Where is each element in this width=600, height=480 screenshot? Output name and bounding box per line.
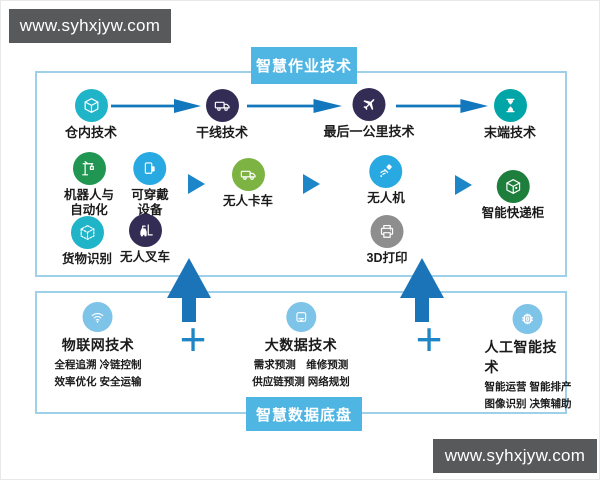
- node-terminal-tech: 末端技术: [484, 89, 536, 141]
- truck-icon: [231, 158, 265, 191]
- printer-icon: [370, 215, 404, 248]
- plus-icon: +: [179, 313, 207, 365]
- node-wearable-device: 可穿戴 设备: [131, 152, 169, 218]
- node-label: 机器人与 自动化: [63, 188, 115, 217]
- group-title: 大数据技术: [264, 337, 338, 353]
- arrow-up-icon: [167, 258, 211, 298]
- hourglass-icon: [493, 89, 527, 122]
- group-title: 人工智能技术: [484, 339, 558, 375]
- node-label: 仓内技术: [64, 125, 118, 140]
- box3d-dashed-icon: [70, 216, 104, 249]
- bottom-panel-title-badge: 智慧数据底盘: [246, 397, 362, 431]
- watermark-top-left: www.syhxjyw.com: [9, 9, 171, 43]
- flow-arrow-icon: [247, 99, 342, 113]
- node-robotics-automation: 机器人与 自动化: [64, 152, 114, 218]
- arrow-right-icon: [455, 175, 472, 195]
- group-big-data-tech: 大数据技术 需求预测 维修预测 供应链预测 网络规划: [252, 302, 350, 389]
- plane-icon: [352, 88, 386, 121]
- arrow-right-icon: [188, 174, 205, 194]
- node-drone: 无人机: [367, 155, 405, 206]
- node-label: 最后一公里技术: [323, 124, 415, 139]
- node-label: 货物识别: [61, 252, 113, 266]
- group-line: 需求预测 维修预测: [253, 359, 349, 371]
- server-icon: [285, 302, 316, 332]
- plus-icon: +: [415, 313, 443, 365]
- node-warehouse-tech: 仓内技术: [65, 89, 117, 141]
- node-3d-printing: 3D打印: [366, 215, 408, 266]
- top-panel-title-badge: 智慧作业技术: [251, 47, 357, 84]
- group-title: 物联网技术: [61, 337, 135, 353]
- box3d-icon: [74, 89, 108, 122]
- node-label: 3D打印: [366, 251, 408, 265]
- drone-icon: [369, 155, 403, 188]
- arrow-up-icon: [400, 258, 444, 298]
- group-line: 效率优化 安全运输: [54, 376, 142, 388]
- arrow-right-icon: [303, 174, 320, 194]
- node-last-mile-tech: 最后一公里技术: [323, 88, 415, 140]
- watermark-text: www.syhxjyw.com: [19, 16, 161, 35]
- top-panel-title: 智慧作业技术: [255, 58, 352, 75]
- wifi-icon: [82, 302, 113, 332]
- group-line: 图像识别 决策辅助: [484, 398, 572, 410]
- node-label: 可穿戴 设备: [131, 188, 169, 217]
- group-line: 全程追溯 冷链控制: [54, 359, 142, 371]
- watermark-bottom-right: www.syhxjyw.com: [433, 439, 597, 473]
- arrow-up-stem: [182, 296, 196, 322]
- chip-icon: [512, 304, 543, 334]
- group-line: 供应链预测 网络规划: [252, 376, 350, 388]
- forklift-icon: [128, 214, 162, 247]
- node-trunk-line-tech: 干线技术: [196, 89, 248, 141]
- flow-arrow-icon: [111, 99, 201, 113]
- node-cargo-recognition: 货物识别: [62, 216, 112, 267]
- node-label: 干线技术: [195, 125, 249, 140]
- bottom-panel-title: 智慧数据底盘: [255, 406, 352, 424]
- watermark-text: www.syhxjyw.com: [444, 446, 586, 465]
- group-line: 智能运营 智能排产: [484, 381, 572, 393]
- node-driverless-truck: 无人卡车: [223, 158, 273, 209]
- node-label: 无人卡车: [222, 194, 274, 208]
- node-label: 无人机: [367, 191, 405, 205]
- crane-icon: [72, 152, 106, 185]
- arrow-up-stem: [415, 296, 429, 322]
- parcel-icon: [496, 170, 530, 203]
- group-ai-tech: 人工智能技术 智能运营 智能排产 图像识别 决策辅助: [484, 304, 572, 411]
- group-iot-tech: 物联网技术 全程追溯 冷链控制 效率优化 安全运输: [54, 302, 142, 389]
- node-driverless-forklift: 无人叉车: [120, 214, 170, 265]
- node-label: 末端技术: [483, 125, 537, 140]
- node-smart-parcel-locker: 智能快递柜: [481, 170, 545, 221]
- node-label: 无人叉车: [119, 250, 171, 264]
- node-label: 智能快递柜: [481, 206, 545, 220]
- wearable-icon: [133, 152, 167, 185]
- flow-arrow-icon: [396, 99, 488, 113]
- truck-icon: [205, 89, 239, 122]
